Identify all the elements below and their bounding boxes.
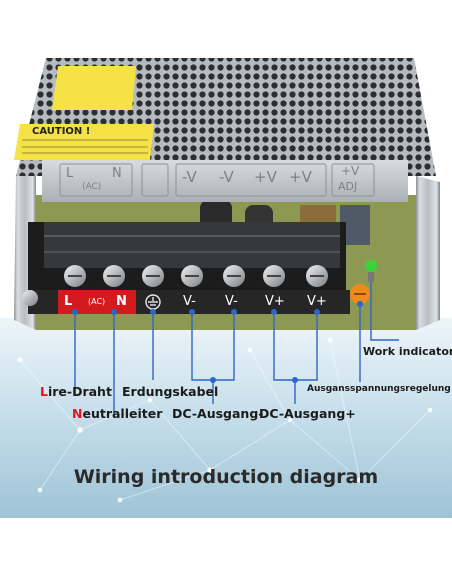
right-side-wall: [416, 176, 440, 330]
terminal-label-n: N: [116, 294, 127, 309]
cover-label-n: N: [112, 166, 122, 181]
front-cover: [42, 160, 408, 202]
cover-label-v3: +V: [254, 168, 277, 186]
cover-label-l: L: [66, 166, 74, 181]
terminal-label-v-plus-1: V+: [265, 294, 285, 309]
cover-label-v4: +V: [289, 168, 312, 186]
live-wire-label: Lire-Draht: [40, 384, 112, 399]
neutral-wire-label: Neutralleiter: [72, 406, 162, 421]
caution-sticker: [14, 124, 154, 160]
diagram-title: Wiring introduction diagram: [73, 466, 379, 488]
cover-label-adj: ADJ: [338, 180, 358, 193]
mounting-screw: [22, 290, 38, 306]
work-indicator-led: [365, 260, 377, 272]
dc-output-plus-label: DC-Ausgang+: [259, 406, 356, 421]
cover-label-v2: -V: [219, 168, 234, 186]
spec-sticker: [52, 66, 136, 110]
terminal-label-v-minus-1: V-: [183, 294, 196, 309]
terminal-cover-clear: [44, 222, 340, 268]
work-indicator-label: Work indicator: [363, 345, 452, 358]
network-decoration: [17, 337, 433, 503]
dc-output-minus-label: DC-Ausgang-: [172, 406, 264, 421]
terminal-label-v-plus-2: V+: [307, 294, 327, 309]
cover-label-v-adj: +V: [341, 164, 360, 178]
voltage-adjust-label: Ausgansspannungsregelung: [307, 384, 451, 394]
neutral-wire-initial: N: [72, 406, 83, 421]
neutral-wire-text: eutralleiter: [82, 406, 163, 421]
ac-input-marking: [58, 290, 136, 314]
terminal-screws: [64, 265, 328, 287]
terminal-label-l: L: [64, 294, 73, 309]
leader-dots: [72, 301, 363, 383]
cover-label-ac: (AC): [82, 182, 102, 192]
caution-label: CAUTION !: [32, 126, 91, 137]
ground-wire-label: Erdungskabel: [122, 384, 219, 399]
cover-frames: [59, 163, 375, 197]
live-wire-initial: L: [40, 384, 48, 399]
live-wire-text: ire-Draht: [47, 384, 112, 399]
cover-label-v1: -V: [182, 168, 197, 186]
terminal-label-v-minus-2: V-: [225, 294, 238, 309]
terminal-label-ac: (AC): [88, 297, 106, 306]
